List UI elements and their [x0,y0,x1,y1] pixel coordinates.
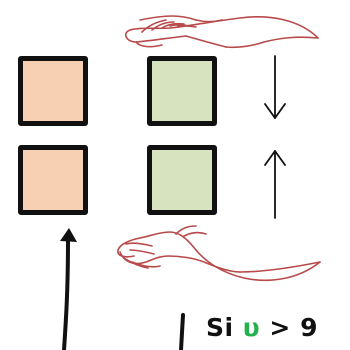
green-square-bottom [147,145,217,215]
condition-operator: > [269,313,291,342]
condition-variable: υ [242,313,261,342]
arrow-down-icon [264,55,286,119]
condition-prefix: Si [206,313,234,342]
peach-square-bottom [18,145,88,215]
hand-top-icon [124,15,319,49]
green-square-top [147,56,217,126]
pointer-arrow-icon [60,228,77,350]
condition-text: Si υ > 9 [206,313,318,343]
separator-line [179,313,185,350]
condition-threshold: 9 [300,313,318,342]
peach-square-top [18,56,88,126]
arrow-up-icon [264,150,286,219]
hand-bottom-icon [117,225,321,282]
